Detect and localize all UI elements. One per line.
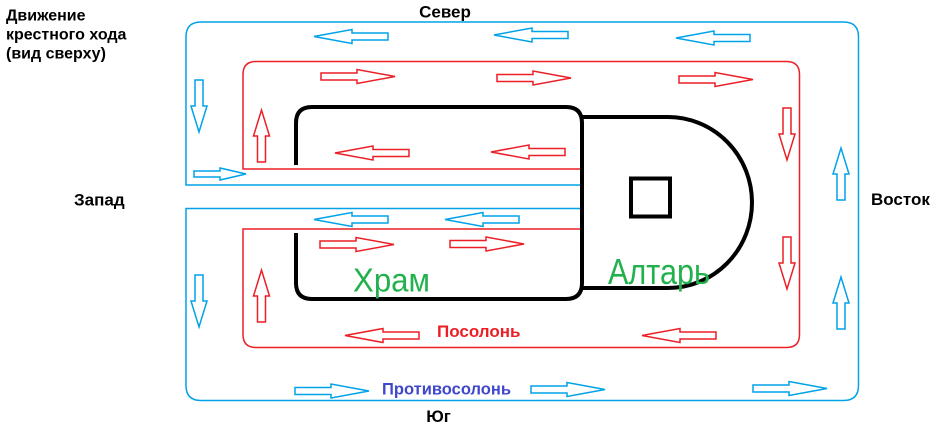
- svg-text:Запад: Запад: [74, 190, 125, 209]
- svg-text:Восток: Восток: [871, 190, 930, 209]
- svg-text:(вид сверху): (вид сверху): [6, 46, 106, 63]
- svg-text:Юг: Юг: [426, 407, 451, 426]
- svg-text:Север: Север: [419, 3, 471, 22]
- svg-text:крестного хода: крестного хода: [6, 27, 127, 44]
- svg-text:Движение: Движение: [6, 8, 86, 25]
- svg-text:Противосолонь: Противосолонь: [382, 380, 511, 399]
- svg-text:Храм: Храм: [353, 263, 430, 300]
- svg-text:Посолонь: Посолонь: [437, 322, 520, 341]
- svg-text:Алтарь: Алтарь: [608, 251, 710, 292]
